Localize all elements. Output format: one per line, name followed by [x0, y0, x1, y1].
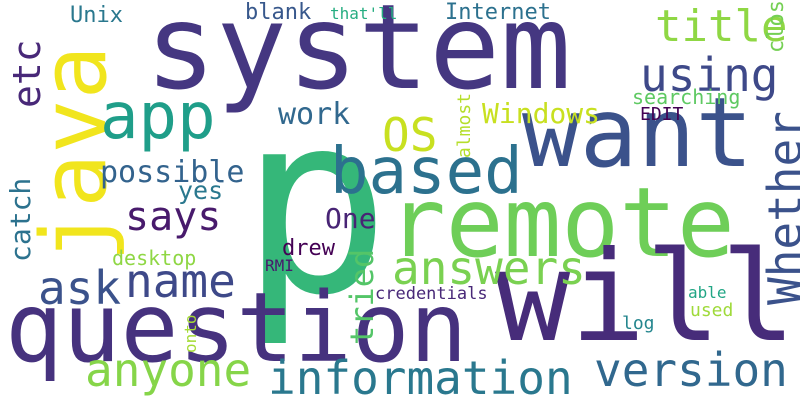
word-question: question	[5, 272, 468, 384]
word-catch: catch	[4, 177, 37, 262]
word-will: will	[495, 225, 797, 370]
word-possible: possible	[100, 155, 245, 190]
word-used: used	[690, 300, 734, 321]
word-able: able	[688, 283, 727, 302]
word-anyone: anyone	[85, 343, 252, 397]
word-drew: drew	[282, 236, 335, 261]
word-etc: etc	[5, 39, 49, 108]
word-name: name	[125, 254, 236, 308]
word-want: want	[522, 77, 754, 189]
word-information: information	[268, 351, 573, 400]
word-tried: tried	[343, 248, 381, 345]
word-version: version	[594, 343, 788, 397]
word-work: work	[278, 97, 351, 132]
word-using: using	[640, 48, 779, 102]
word-credentials: credentials	[375, 284, 488, 304]
word-remote: remote	[388, 167, 735, 279]
word-blank: blank	[245, 0, 312, 25]
word-log: log	[622, 313, 655, 334]
word-unix: Unix	[70, 3, 123, 28]
word-one: One	[325, 202, 376, 235]
word-rmi: RMI	[265, 256, 294, 275]
word-windows: Windows	[482, 97, 601, 130]
word-desktop: desktop	[112, 246, 197, 270]
word-system: system	[145, 0, 572, 116]
word-os: OS	[382, 108, 438, 162]
word-thatll: that'll	[330, 4, 398, 23]
word-ask: ask	[38, 261, 122, 315]
word-title: title	[655, 1, 788, 52]
word-p: p	[240, 59, 391, 350]
word-edit: EDIT	[640, 104, 684, 125]
word-based: based	[330, 135, 523, 209]
word-whether: Whether	[758, 111, 800, 305]
word-close: close	[764, 0, 789, 53]
word-onto: onto	[181, 314, 200, 353]
word-yes: yes	[178, 176, 224, 205]
word-almost: almost	[454, 92, 475, 158]
word-answers: answers	[392, 241, 586, 295]
word-app: app	[100, 80, 216, 154]
word-says: says	[125, 194, 222, 240]
word-searching: searching	[632, 85, 741, 109]
word-internet: Internet	[445, 0, 551, 25]
